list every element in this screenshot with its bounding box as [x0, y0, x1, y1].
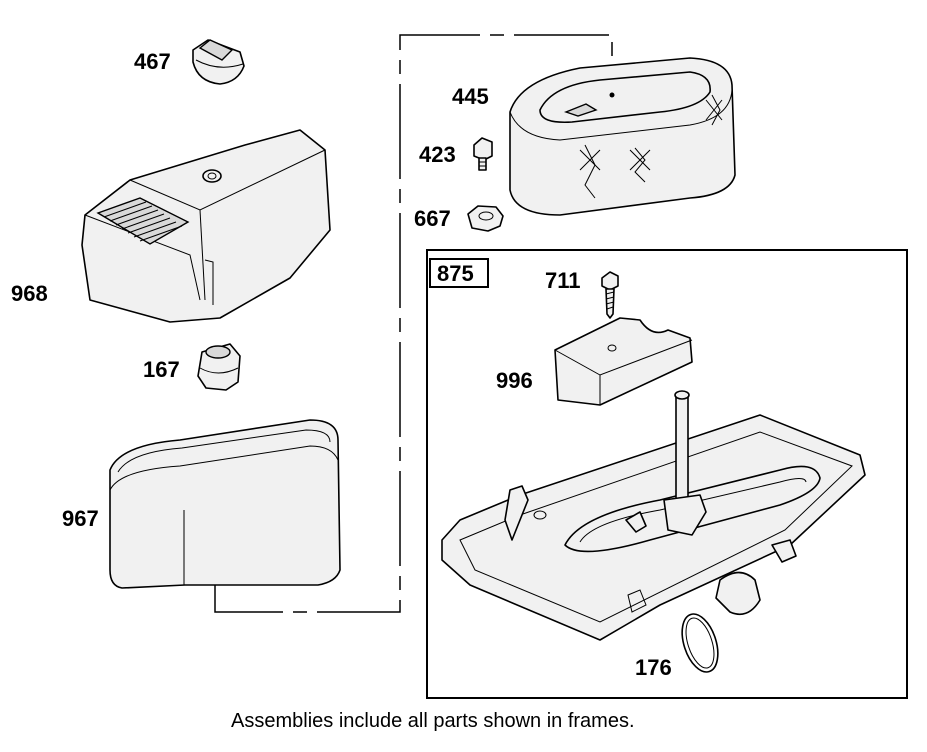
- air-cleaner-base-icon: [441, 390, 866, 641]
- label-875: 875: [437, 261, 474, 286]
- part-711-bolt-icon: [601, 271, 619, 319]
- part-176-oring-icon: [681, 613, 719, 673]
- part-996-plate-icon: [554, 317, 693, 406]
- label-176: 176: [635, 655, 672, 680]
- label-996: 996: [496, 368, 533, 393]
- caption: Assemblies include all parts shown in fr…: [231, 710, 635, 732]
- part-968-cover-icon: [81, 129, 331, 323]
- part-967-precleaner-icon: [109, 419, 341, 589]
- part-467-cap-icon: [192, 39, 245, 85]
- label-968: 968: [11, 281, 48, 306]
- part-445-filter-icon: [509, 57, 736, 216]
- label-967: 967: [62, 506, 99, 531]
- assembly-frame: [426, 249, 908, 699]
- part-667-nut-icon: [467, 205, 504, 232]
- label-667: 667: [414, 206, 451, 231]
- frame-label-box: [429, 258, 489, 288]
- label-423: 423: [419, 142, 456, 167]
- label-467: 467: [134, 49, 171, 74]
- part-423-screw-icon: [473, 137, 493, 171]
- label-711: 711: [545, 268, 581, 293]
- leader-line: [214, 34, 613, 613]
- label-167: 167: [143, 357, 180, 382]
- part-167-grommet-icon: [197, 343, 241, 391]
- label-445: 445: [452, 84, 489, 109]
